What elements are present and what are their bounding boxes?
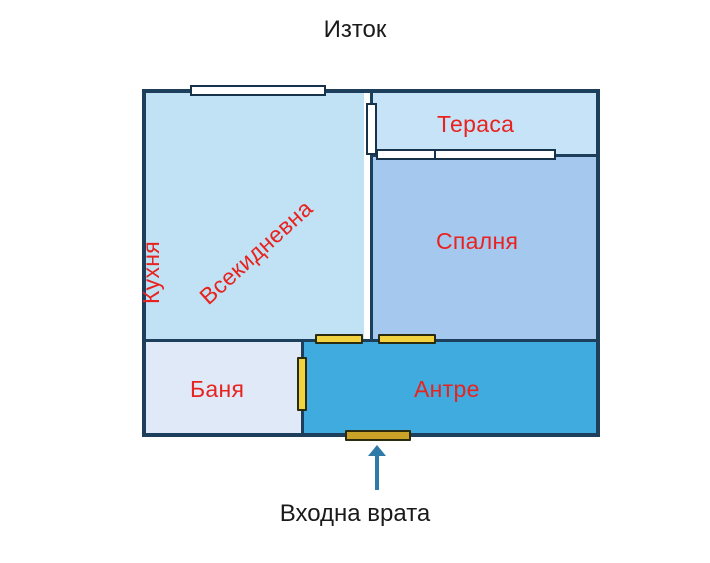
wall-interior-vertical-center — [370, 89, 373, 342]
room-bathroom — [144, 340, 303, 435]
room-label-terrace: Тераса — [437, 111, 515, 137]
window-bedroom-top-divider — [434, 149, 436, 160]
room-bedroom — [373, 156, 598, 340]
window-bedroom-top — [376, 149, 556, 160]
room-hallway — [303, 340, 598, 435]
window-terrace-left — [366, 103, 377, 155]
room-label-bathroom: Баня — [190, 376, 245, 402]
wall-interior-horizontal-lower — [142, 339, 600, 342]
wall-exterior-right — [596, 89, 600, 437]
door-bathroom — [297, 357, 307, 411]
room-kitchen-living-area — [144, 91, 364, 340]
apartment-plan: Кухня Всекидневна Тераса Спалня Баня Ант… — [138, 85, 600, 441]
window-kitchen-top — [190, 85, 326, 96]
entrance-arrow-shaft — [375, 452, 379, 490]
entrance-door-caption: Входна врата — [279, 500, 431, 527]
entrance-arrow-head — [368, 445, 386, 456]
room-terrace — [373, 91, 598, 156]
room-label-bedroom: Спалня — [436, 228, 519, 254]
room-label-kitchen: Кухня — [138, 240, 165, 305]
room-label-hallway: Антре — [414, 376, 480, 402]
door-living-to-hallway — [315, 334, 363, 344]
door-bedroom-to-hallway — [378, 334, 436, 344]
door-entrance — [345, 430, 411, 441]
wall-exterior-left — [142, 89, 146, 437]
orientation-label-east: Изток — [323, 16, 387, 43]
